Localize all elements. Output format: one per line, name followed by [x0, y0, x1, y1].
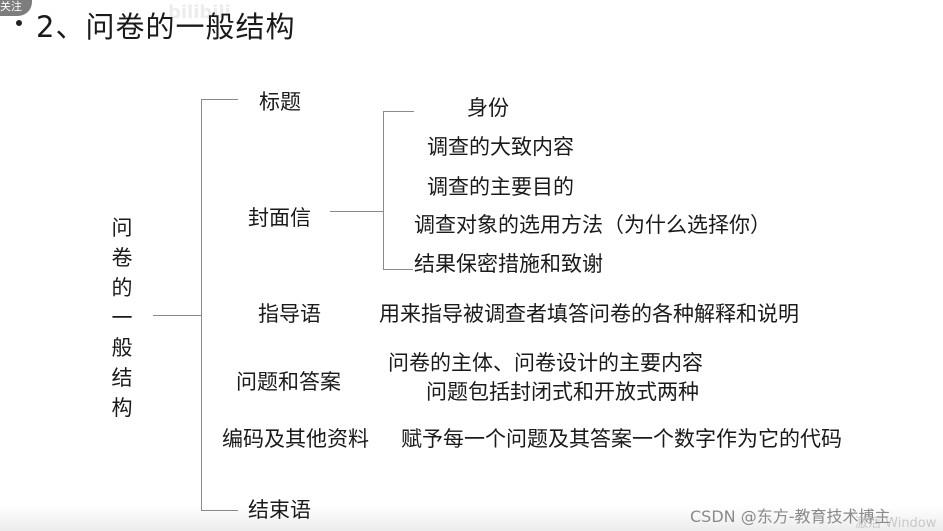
root-label-char: 构 [111, 396, 133, 420]
cover-item-purpose: 调查的主要目的 [427, 175, 574, 199]
main-bracket-top [201, 99, 238, 100]
qa-description-line-2: 问题包括封闭式和开放式两种 [426, 380, 699, 404]
root-label-char: 结 [111, 366, 133, 390]
main-bracket-vertical [201, 99, 202, 511]
root-label-char: 的 [111, 276, 133, 300]
branch-cover-letter: 封面信 [248, 206, 311, 230]
root-label-char: 问 [111, 216, 133, 240]
bottom-gradient-band [0, 506, 943, 531]
root-connector-line [153, 315, 201, 316]
activate-windows-watermark: 激活 Window [855, 516, 937, 531]
guide-description: 用来指导被调查者填答问卷的各种解释和说明 [379, 302, 799, 326]
cover-bracket-top [383, 111, 414, 112]
branch-guide: 指导语 [258, 302, 321, 326]
root-label-char: 一 [111, 306, 133, 330]
csdn-credit: CSDN @东方-教育技术博主 [690, 507, 891, 526]
cover-bracket-bottom [383, 269, 413, 270]
root-label-char: 卷 [111, 246, 133, 270]
cover-item-identity: 身份 [467, 96, 509, 120]
bilibili-watermark: bilibili [168, 2, 231, 23]
cover-bracket-vertical [383, 111, 384, 270]
bullet-icon [16, 20, 22, 26]
branch-title: 标题 [259, 90, 301, 114]
slide-title: 2、问卷的一般结构 [36, 10, 296, 44]
coding-description: 赋予每一个问题及其答案一个数字作为它的代码 [401, 427, 842, 451]
cover-connector-line [330, 211, 383, 212]
follow-badge[interactable]: 关注 [0, 0, 32, 16]
branch-closing: 结束语 [248, 498, 311, 522]
main-bracket-bottom [201, 510, 238, 511]
cover-item-confidentiality: 结果保密措施和致谢 [414, 252, 603, 276]
branch-questions-answers: 问题和答案 [236, 370, 341, 394]
branch-coding: 编码及其他资料 [222, 427, 369, 451]
root-label: 问 卷 的 一 般 结 构 [110, 213, 134, 423]
root-label-char: 般 [111, 336, 133, 360]
cover-item-content: 调查的大致内容 [427, 135, 574, 159]
cover-item-selection-method: 调查对象的选用方法（为什么选择你） [414, 213, 771, 237]
qa-description-line-1: 问卷的主体、问卷设计的主要内容 [388, 351, 703, 375]
